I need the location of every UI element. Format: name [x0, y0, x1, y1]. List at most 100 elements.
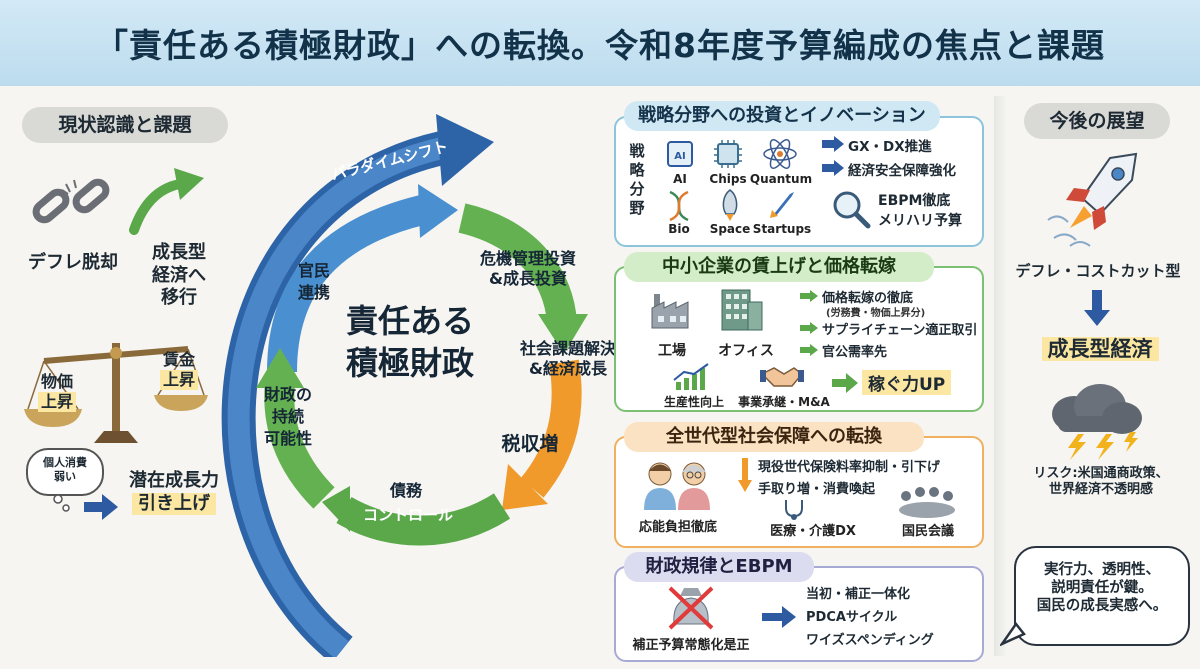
thought-dots-icon	[53, 494, 70, 512]
fiscal-label-2: 持続	[272, 407, 304, 426]
medical-dx-label: 医療・介護DX	[770, 524, 856, 539]
succession-label: 事業承継・M&A	[738, 395, 830, 409]
dna-bio-icon	[669, 190, 689, 222]
launch-rocket-icon	[1047, 152, 1138, 247]
weak-consumption-bubble: 個人消費 弱い	[26, 448, 104, 496]
page-title: 「責任ある積極財政」への転換。令和8年度予算編成の焦点と課題	[95, 26, 1105, 65]
crisis-investment-arrow	[458, 203, 577, 324]
bubble-tail	[1000, 622, 1026, 646]
quantum-atom-icon	[763, 139, 797, 169]
discipline-header: 財政規律とEBPM	[624, 552, 814, 582]
ai-label: AI	[673, 172, 687, 186]
outlook-divider	[994, 96, 1006, 656]
fiscal-label-1: 財政の	[264, 385, 312, 404]
debt-label-1: 債務	[389, 481, 423, 500]
factory-label: 工場	[658, 343, 686, 359]
productivity-label: 生産性向上	[663, 395, 724, 409]
space-label: Space	[709, 222, 751, 236]
office-label: オフィス	[718, 343, 774, 359]
outlook-header: 今後の展望	[1024, 103, 1170, 139]
quantum-label: Quantum	[749, 172, 813, 186]
center-label-2: 積極財政	[346, 344, 474, 382]
potential-growth-label: 潜在成長力 引き上げ	[129, 470, 219, 515]
title-bar: 「責任ある積極財政」への転換。令和8年度予算編成の焦点と課題	[0, 0, 1200, 86]
outlook-down-arrow-icon	[1084, 290, 1110, 326]
price-pass-sub: (労務費・物価上昇分)	[826, 308, 926, 319]
social-solution-arrow	[520, 359, 582, 498]
crisis-label-1: 危機管理投資	[480, 249, 576, 268]
price-pass-item: 価格転嫁の徹底	[822, 291, 914, 306]
handshake-icon	[760, 367, 804, 387]
earning-power-label: 稼ぐ力UP	[862, 370, 952, 395]
risk-label: リスク:米国通商政策、世界経済不透明感	[1033, 466, 1169, 498]
prices-rising-label: 物価上昇	[26, 372, 88, 412]
council-label: 国民会議	[901, 524, 954, 539]
burden-label: 応能負担徹底	[638, 520, 717, 535]
fiscal-label-3: 可能性	[264, 429, 312, 448]
ai-chip-icon: AI	[667, 141, 693, 167]
take-home-item: 手取り増・消費喚起	[758, 482, 876, 497]
stethoscope-icon	[785, 500, 803, 520]
social-label-2: &経済成長	[529, 359, 608, 378]
arrow-pass-icon	[800, 290, 818, 302]
wages-rising-label: 賃金上昇	[148, 350, 210, 390]
startups-rocket-icon	[770, 192, 794, 218]
arrow-gx-icon	[822, 136, 844, 152]
supply-chain-item: サプライチェーン適正取引	[822, 323, 978, 338]
down-arrow-icon	[738, 458, 752, 492]
crossed-money-bag-icon	[668, 586, 714, 630]
storm-cloud-icon	[1052, 384, 1142, 460]
factory-icon	[651, 294, 689, 329]
family-people-icon	[644, 462, 710, 510]
integration-item: 当初・補正一体化	[806, 587, 911, 602]
startups-label: Startups	[752, 222, 812, 236]
magnifier-icon	[833, 191, 871, 229]
current-issues-header: 現状認識と課題	[22, 107, 228, 143]
public-demand-item: 官公需率先	[822, 345, 888, 360]
arrow-security-icon	[822, 160, 844, 176]
right-arrow-icon	[84, 494, 118, 520]
national-council-icon	[899, 487, 955, 518]
svg-text:AI: AI	[674, 151, 685, 162]
broken-chain-icon	[32, 178, 110, 224]
growth-arrow-icon	[129, 168, 204, 235]
office-building-icon	[721, 289, 763, 331]
center-label-1: 責任ある	[346, 302, 474, 340]
social-label-1: 社会課題解決	[519, 339, 617, 358]
public-private-arrow	[267, 195, 426, 373]
bio-label: Bio	[668, 222, 690, 236]
arrow-public-demand-icon	[800, 344, 818, 356]
arrow-earn-icon	[832, 373, 858, 393]
space-rocket-icon	[722, 189, 738, 221]
growth-economy-label: 成長型経済へ移行	[152, 242, 206, 308]
key-message-bubble: 実行力、透明性、 説明責任が鍵。 国民の成長実感へ。	[1014, 546, 1190, 646]
balance-scale-icon	[24, 343, 208, 443]
deflation-costcut-label: デフレ・コストカット型	[1015, 262, 1181, 280]
arrow-supply-icon	[800, 322, 818, 334]
strategy-vertical-label: 戦略分野	[629, 142, 645, 217]
tax-label: 税収増	[501, 432, 558, 455]
public-label-1: 官民	[298, 261, 330, 280]
arrow-discipline-icon	[762, 606, 796, 628]
gx-dx-item: GX・DX推進	[848, 139, 932, 155]
supplementary-normalize-label: 補正予算常態化是正	[632, 638, 750, 653]
fiscal-sustainability-arrow	[264, 380, 335, 509]
econ-security-item: 経済安全保障強化	[848, 163, 956, 179]
pdca-item: PDCAサイクル	[806, 610, 898, 625]
wise-spending-item: ワイズスペンディング	[806, 633, 934, 648]
chips-icon	[714, 140, 742, 168]
growth-economy-outlook: 成長型経済	[1030, 336, 1170, 362]
deflation-label: デフレ脱却	[28, 252, 118, 273]
debt-control-arrow	[336, 493, 511, 546]
fiscal-cycle-diagram: パラダイムシフト 責任ある 積極財政 危機管理投資 &成長投資 社会課題解決 &…	[221, 114, 617, 657]
strategy-header: 戦略分野への投資とイノベーション	[624, 101, 940, 131]
premium-reduction-item: 現役世代保険料率抑制・引下げ	[758, 460, 941, 475]
productivity-chart-icon	[673, 363, 709, 390]
social-security-header: 全世代型社会保障への転換	[624, 422, 924, 452]
debt-label-2: コントロール	[363, 506, 453, 524]
crisis-label-2: &成長投資	[489, 269, 567, 288]
ebpm-item: EBPM徹底メリハリ予算	[878, 193, 962, 229]
public-label-2: 連携	[298, 283, 330, 302]
sme-header: 中小企業の賃上げと価格転嫁	[624, 252, 934, 282]
chips-label: Chips	[709, 172, 747, 186]
